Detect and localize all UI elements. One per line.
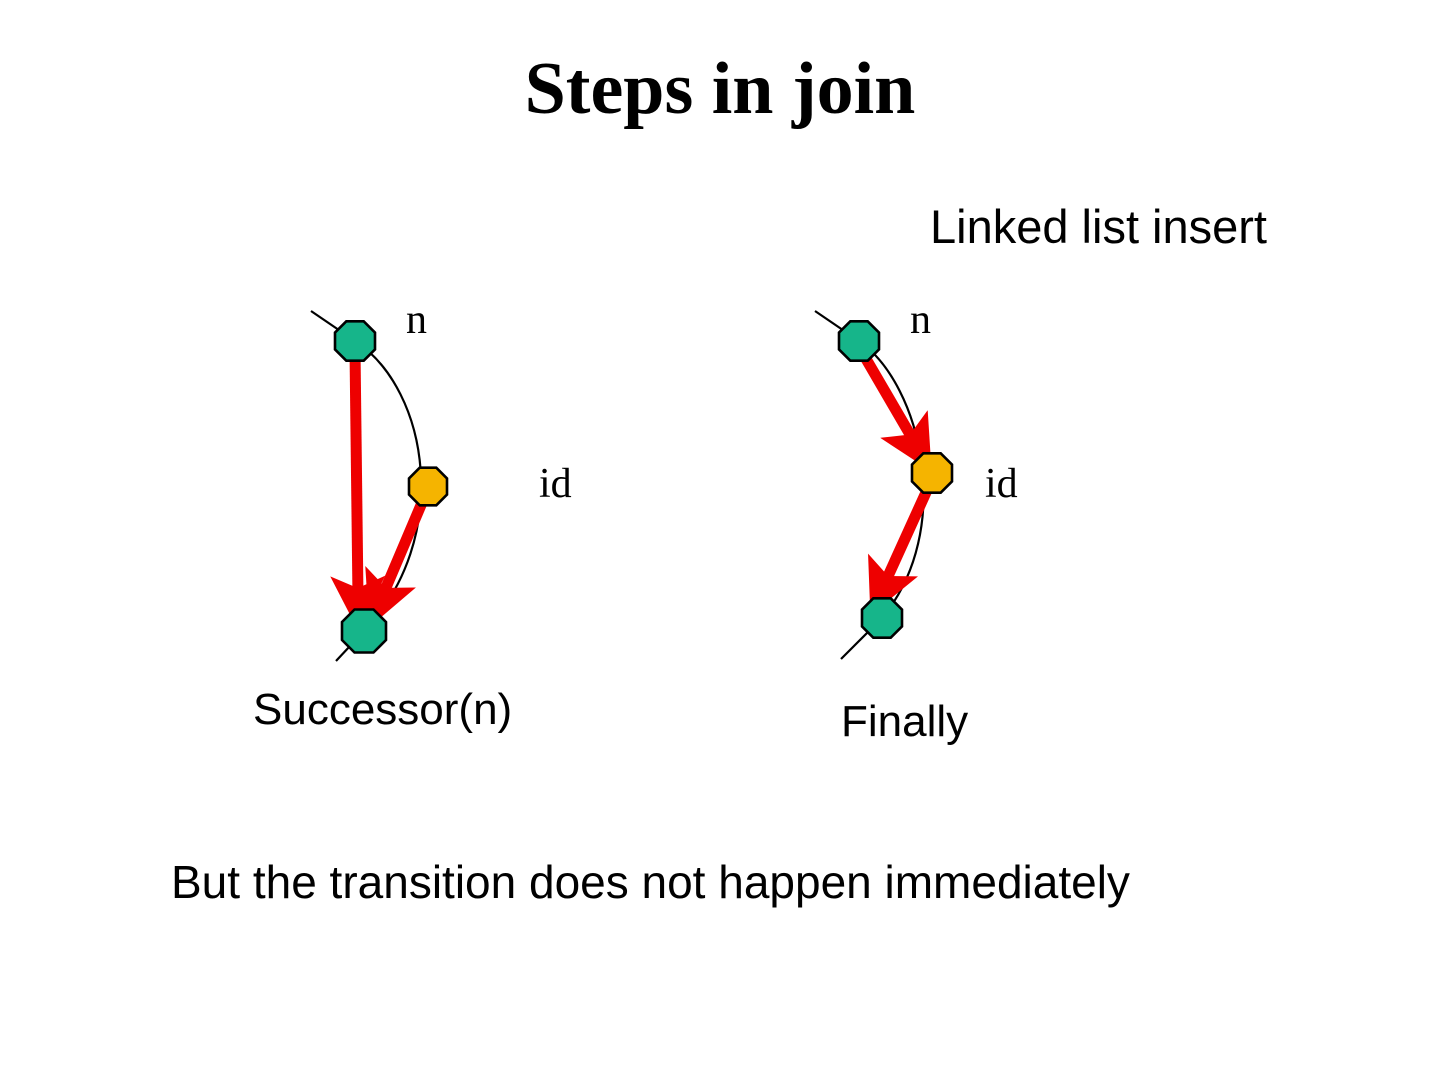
caption-successor: Successor(n)	[253, 685, 513, 734]
node-label-n-left: n	[406, 297, 427, 343]
arrow-id-to-successor-right	[868, 485, 934, 616]
bottom-note: But the transition does not happen immed…	[171, 856, 1130, 908]
node-id-right	[910, 451, 954, 495]
arrow-id-to-successor-left	[365, 495, 430, 628]
node-n-right	[837, 319, 881, 363]
arrow-n-to-id-right	[857, 349, 932, 472]
node-label-id-right: id	[985, 461, 1018, 507]
page-title: Steps in join	[524, 48, 916, 130]
ring-arc-left	[310, 310, 423, 662]
node-label-id-left: id	[539, 461, 572, 507]
arrow-n-to-successor-left	[330, 349, 386, 631]
node-successor-right	[860, 596, 904, 640]
node-n-left	[333, 319, 377, 363]
node-id-left	[407, 466, 449, 507]
caption-finally: Finally	[841, 697, 969, 746]
linked-list-insert-label: Linked list insert	[930, 200, 1267, 253]
ring-arc-right	[814, 310, 925, 660]
node-label-n-right: n	[910, 297, 931, 343]
node-successor-left	[340, 608, 388, 654]
